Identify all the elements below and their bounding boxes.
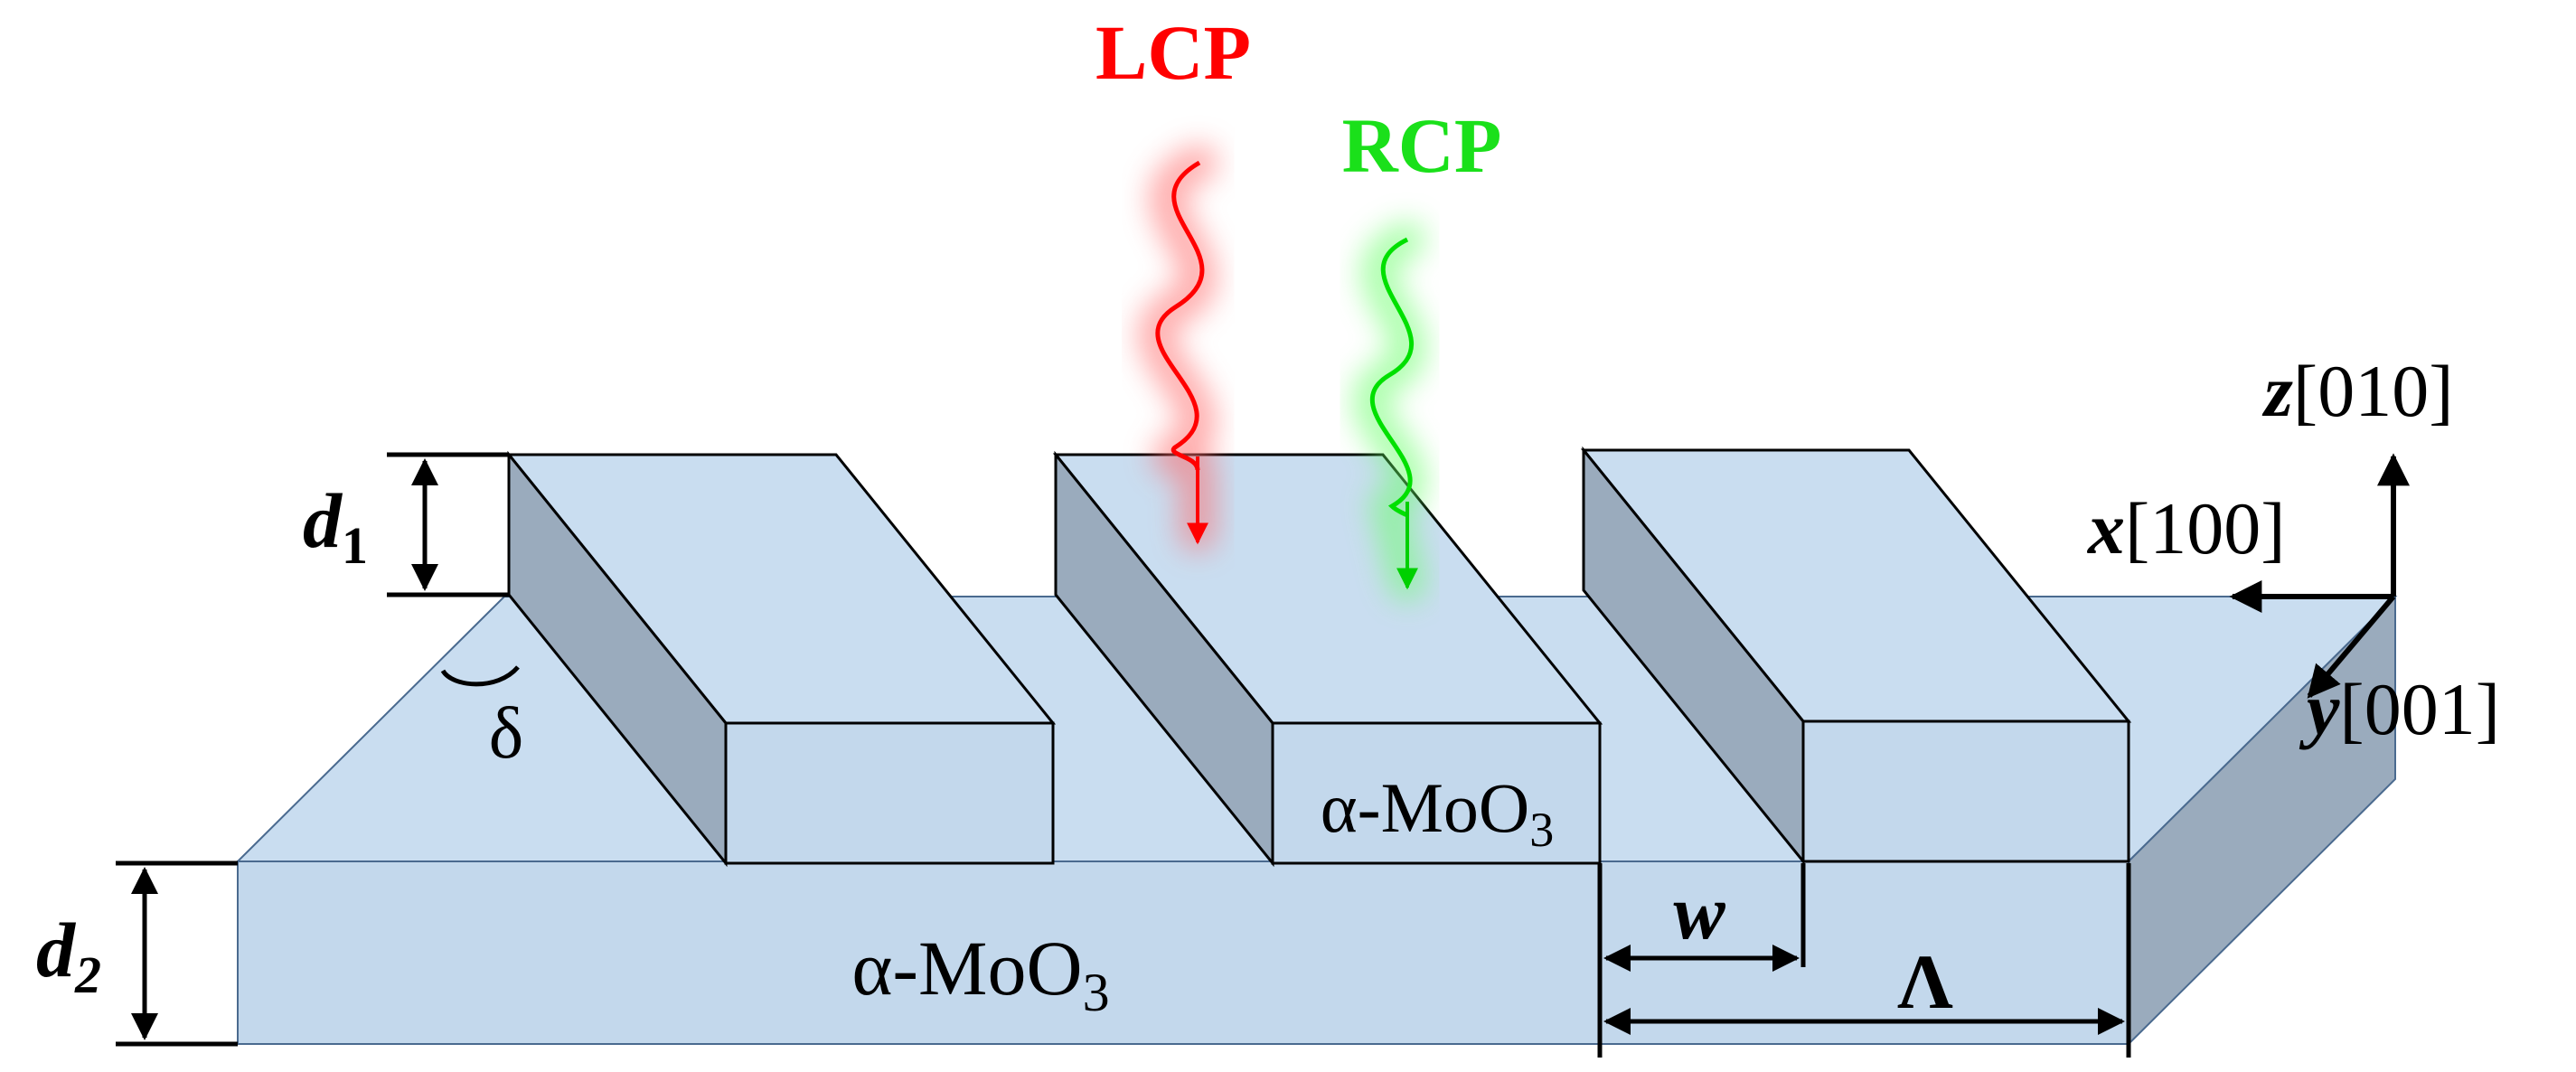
x-axis-label: x[100] xyxy=(2087,487,2286,569)
lcp-label: LCP xyxy=(1095,9,1251,96)
d2-label: d2 xyxy=(36,907,101,1004)
rcp-wave xyxy=(1369,237,1414,518)
d1-label: d1 xyxy=(303,477,368,575)
d1-dimension xyxy=(387,452,509,597)
rcp-label: RCP xyxy=(1342,102,1502,189)
width-label: w xyxy=(1673,869,1725,955)
lcp-wave xyxy=(1155,160,1205,471)
angle-arc xyxy=(440,665,520,687)
width-dimension xyxy=(1597,863,2131,1058)
y-axis-label: y[001] xyxy=(2299,668,2500,750)
angle-label: δ xyxy=(489,691,524,774)
substrate-material-label: α-MoO3 xyxy=(851,925,1109,1022)
coordinate-axes xyxy=(2229,453,2410,699)
substrate-front-face xyxy=(237,860,2129,1045)
grating-bar-1 xyxy=(505,450,1057,868)
z-axis-label: z[010] xyxy=(2261,350,2454,432)
grating-bar-3 xyxy=(1580,446,2132,866)
rcp-beam xyxy=(1352,221,1427,601)
lcp-beam xyxy=(1138,145,1217,551)
grating-material-label: α-MoO3 xyxy=(1321,768,1555,857)
y-axis-arrow xyxy=(2307,595,2396,699)
d2-dimension xyxy=(116,860,238,1047)
period-label: Λ xyxy=(1897,938,1953,1025)
